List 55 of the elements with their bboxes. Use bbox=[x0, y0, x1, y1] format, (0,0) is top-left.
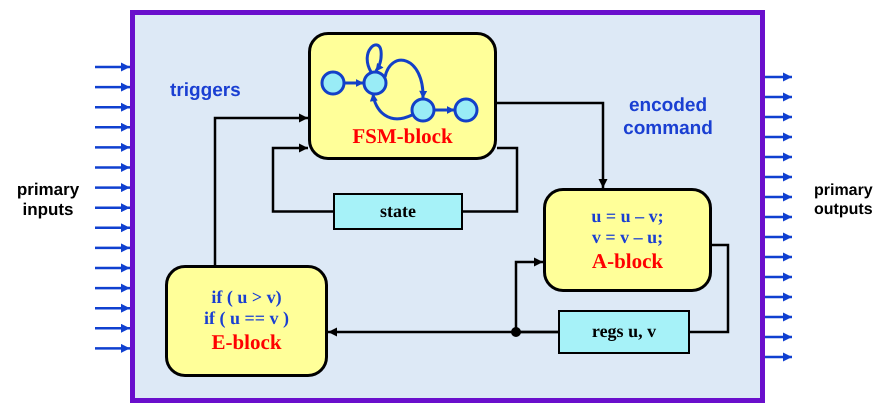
arrow bbox=[95, 102, 130, 112]
register-label: regs u, v bbox=[592, 321, 656, 343]
connector-line bbox=[463, 146, 518, 213]
arrow bbox=[95, 223, 130, 232]
register-label: state bbox=[380, 200, 416, 222]
arrow bbox=[95, 62, 130, 72]
arrow bbox=[95, 183, 130, 192]
arrow bbox=[765, 92, 792, 102]
code-line: if ( u > v) bbox=[211, 286, 282, 308]
arrow bbox=[765, 152, 792, 162]
block-name: A-block bbox=[592, 249, 664, 274]
block-name: FSM-block bbox=[352, 124, 453, 149]
arrow bbox=[765, 132, 792, 142]
arrow bbox=[95, 243, 130, 252]
arrow bbox=[95, 264, 130, 272]
arrow bbox=[95, 163, 130, 172]
arrow bbox=[95, 284, 130, 293]
arrow bbox=[95, 304, 130, 313]
arrow bbox=[95, 344, 130, 353]
arrow bbox=[765, 232, 792, 242]
edge-note: encoded command bbox=[622, 95, 714, 141]
arrow bbox=[765, 272, 792, 282]
arrow bbox=[765, 292, 792, 302]
code-line: v = v – u; bbox=[592, 227, 664, 249]
connector-line bbox=[690, 244, 730, 334]
arrow bbox=[765, 172, 792, 182]
arrow bbox=[497, 102, 608, 188]
arrow bbox=[95, 324, 130, 333]
a-block bbox=[543, 188, 712, 292]
edge-note: triggers bbox=[170, 80, 242, 103]
fsm-block bbox=[308, 32, 497, 160]
arrow bbox=[272, 144, 333, 213]
arrow bbox=[765, 312, 792, 322]
arrow bbox=[95, 203, 130, 212]
block-name: E-block bbox=[211, 330, 282, 356]
register-box bbox=[558, 310, 690, 354]
arrow bbox=[765, 192, 792, 202]
e-block bbox=[165, 265, 328, 377]
arrow bbox=[765, 252, 792, 262]
arrow bbox=[95, 82, 130, 92]
code-line: u = u – v; bbox=[591, 206, 664, 228]
state-register bbox=[333, 193, 463, 230]
arrow bbox=[765, 212, 792, 222]
code-line: if ( u == v ) bbox=[204, 308, 289, 330]
arrow bbox=[514, 258, 558, 334]
arrow bbox=[214, 114, 308, 265]
arrow bbox=[765, 352, 792, 362]
arrow bbox=[765, 112, 792, 122]
arrow bbox=[95, 142, 130, 152]
system-panel bbox=[130, 10, 765, 403]
arrow bbox=[765, 72, 792, 82]
io-label: primary outputs bbox=[814, 181, 874, 220]
arrow bbox=[95, 122, 130, 132]
arrow bbox=[765, 332, 792, 342]
io-label: primary inputs bbox=[16, 180, 80, 221]
